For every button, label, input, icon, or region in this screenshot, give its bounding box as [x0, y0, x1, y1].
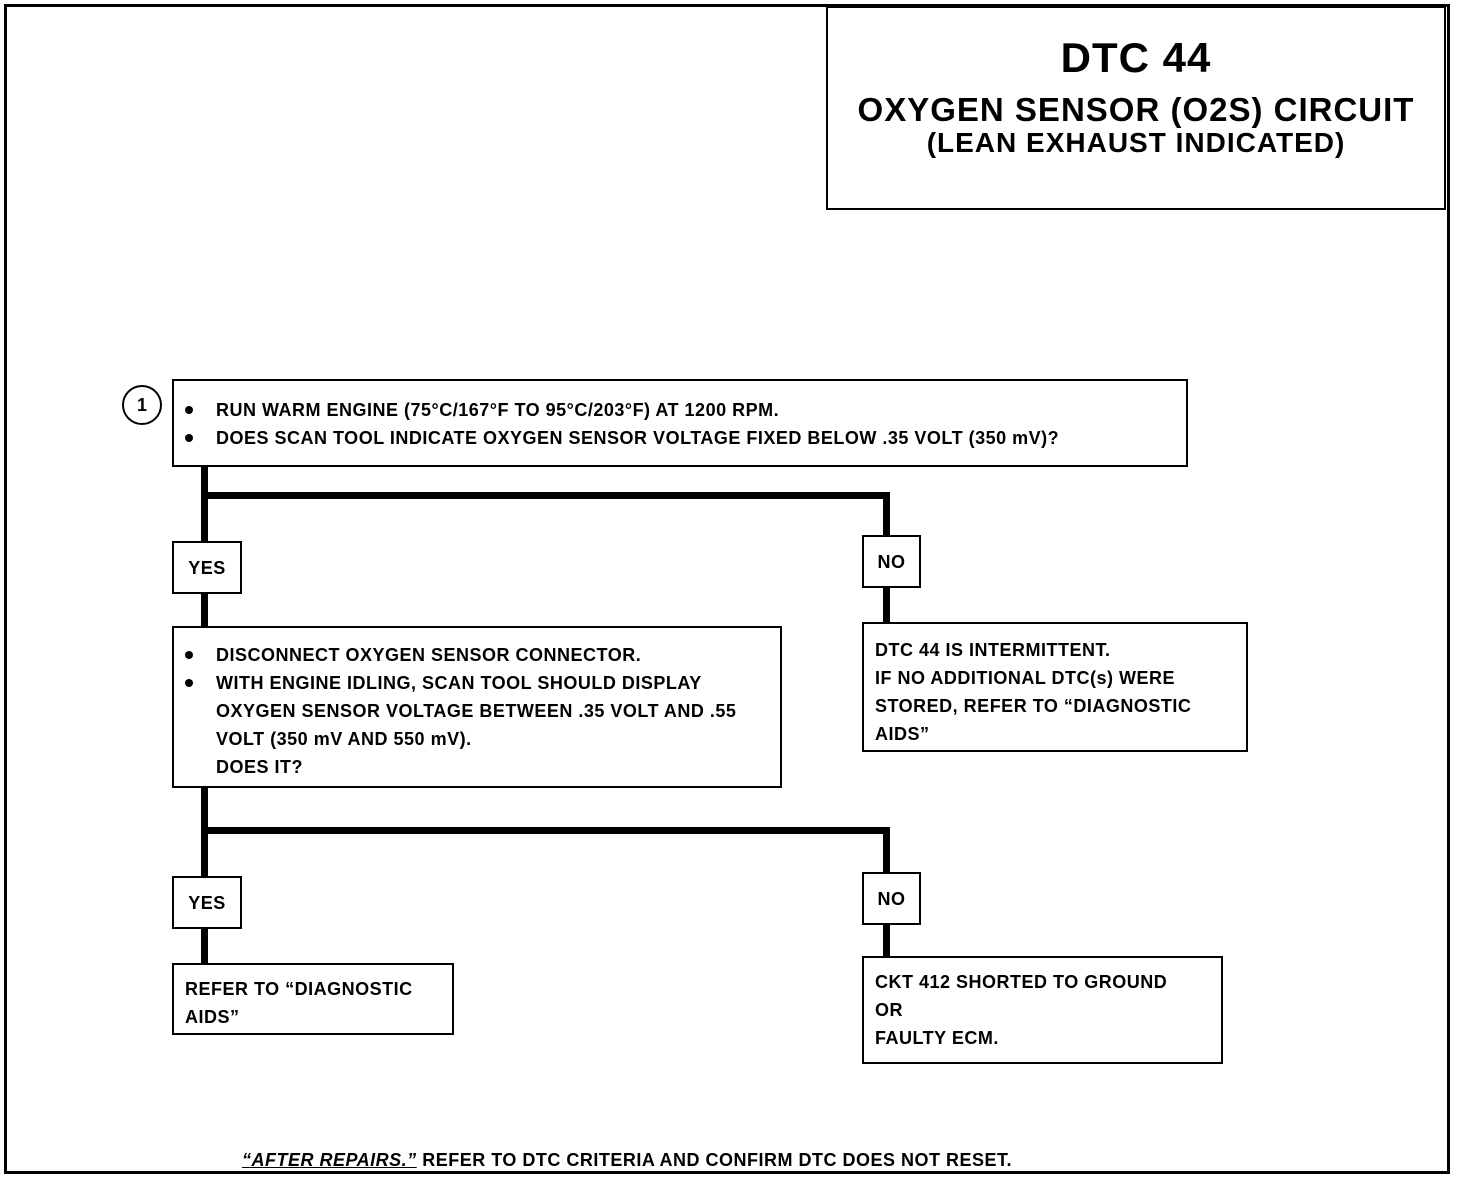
result-no-box: CKT 412 SHORTED TO GROUND OR FAULTY ECM. [862, 956, 1223, 1064]
footer-text: REFER TO DTC CRITERIA AND CONFIRM DTC DO… [416, 1150, 1013, 1170]
step2-bullet: DISCONNECT OXYGEN SENSOR CONNECTOR. [174, 641, 780, 669]
bullet-icon [185, 651, 193, 659]
step2-bullet: WITH ENGINE IDLING, SCAN TOOL SHOULD DIS… [174, 669, 780, 753]
bullet-icon [185, 679, 193, 687]
intermittent-box: DTC 44 IS INTERMITTENT. IF NO ADDITIONAL… [862, 622, 1248, 752]
diagram-frame [4, 4, 1450, 1174]
circuit-name: OXYGEN SENSOR (O2S) CIRCUIT [857, 91, 1415, 128]
step2-question: DOES IT? [216, 757, 304, 777]
connector-line [883, 492, 890, 536]
connector-line [201, 467, 208, 542]
result-yes-box: REFER TO “DIAGNOSTIC AIDS” [172, 963, 454, 1035]
connector-line [883, 827, 890, 873]
bullet-icon [185, 434, 193, 442]
connector-line [201, 827, 890, 834]
yes-label: YES [172, 876, 242, 929]
step1-bullet: DOES SCAN TOOL INDICATE OXYGEN SENSOR VO… [174, 424, 1186, 452]
result-line: FAULTY ECM. [875, 1028, 999, 1048]
step-number-badge: 1 [122, 385, 162, 425]
circuit-condition: (LEAN EXHAUST INDICATED) [926, 127, 1346, 158]
footer-emphasis: “AFTER REPAIRS.” [242, 1150, 417, 1170]
step2-box: DISCONNECT OXYGEN SENSOR CONNECTOR. WITH… [172, 626, 782, 788]
no-label: NO [862, 872, 921, 925]
result-line: REFER TO “DIAGNOSTIC [185, 979, 413, 999]
yes-label: YES [172, 541, 242, 594]
result-line: CKT 412 SHORTED TO GROUND [875, 972, 1168, 992]
dtc-code: DTC 44 [1060, 34, 1212, 81]
bullet-icon [185, 406, 193, 414]
footer-note: “AFTER REPAIRS.” REFER TO DTC CRITERIA A… [242, 1150, 1012, 1171]
no-label: NO [862, 535, 921, 588]
connector-line [201, 929, 208, 965]
connector-line [883, 588, 890, 623]
step1-bullet: RUN WARM ENGINE (75°C/167°F TO 95°C/203°… [174, 396, 1186, 424]
result-line: OR [875, 1000, 903, 1020]
result-line: AIDS” [185, 1007, 240, 1027]
connector-line [201, 492, 890, 499]
connector-line [883, 925, 890, 958]
step1-box: RUN WARM ENGINE (75°C/167°F TO 95°C/203°… [172, 379, 1188, 467]
intermittent-line: IF NO ADDITIONAL DTC(s) WERE [875, 668, 1175, 688]
intermittent-line: DTC 44 IS INTERMITTENT. [875, 640, 1111, 660]
intermittent-line: STORED, REFER TO “DIAGNOSTIC [875, 696, 1192, 716]
title-box: DTC 44 OXYGEN SENSOR (O2S) CIRCUIT (LEAN… [826, 6, 1446, 210]
connector-line [201, 594, 208, 627]
intermittent-line: AIDS” [875, 724, 930, 744]
